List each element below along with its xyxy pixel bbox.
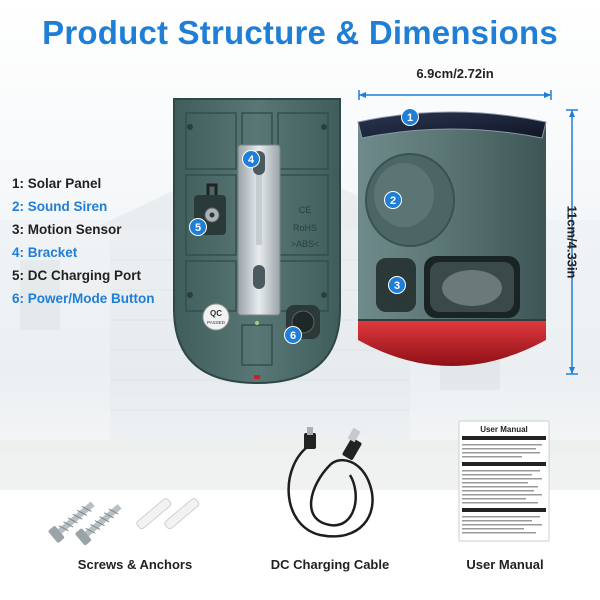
height-dimension-label: 11cm/4.33in — [564, 205, 580, 279]
qc-passed-label: PASSED — [207, 320, 226, 325]
legend-item-dc-charging-port: 5: DC Charging Port — [12, 268, 142, 283]
manual-caption: User Manual — [466, 557, 544, 572]
legend-item-power-mode-button: 6: Power/Mode Button — [12, 291, 155, 306]
bracket-back-view: CE RoHS >ABS< QC PASSED — [173, 98, 341, 385]
ce-mark: CE — [299, 205, 312, 215]
page-title: Product Structure & Dimensions — [42, 14, 558, 51]
screws-and-anchors-image — [48, 498, 200, 546]
badge-4-bracket: 4 — [242, 150, 260, 168]
height-dimension-arrow — [566, 109, 578, 375]
cable-caption: DC Charging Cable — [270, 557, 390, 572]
badge-3-motion-sensor: 3 — [388, 276, 406, 294]
screws-caption: Screws & Anchors — [77, 557, 193, 572]
badge-6-power-mode-button: 6 — [284, 326, 302, 344]
rohs-mark: RoHS — [293, 223, 317, 233]
width-dimension-label: 6.9cm/2.72in — [416, 66, 494, 81]
manual-cover-title: User Manual — [480, 425, 528, 434]
legend-item-bracket: 4: Bracket — [12, 245, 78, 260]
user-manual-image: User Manual — [458, 420, 550, 542]
component-legend: 1: Solar Panel 2: Sound Siren 3: Motion … — [12, 175, 182, 313]
device-front-view — [357, 111, 547, 366]
legend-item-motion-sensor: 3: Motion Sensor — [12, 222, 122, 237]
legend-item-solar-panel: 1: Solar Panel — [12, 176, 102, 191]
dc-charging-cable-image — [287, 427, 374, 538]
abs-mark: >ABS< — [291, 239, 320, 249]
qc-sticker-label: QC — [210, 309, 222, 318]
badge-1-solar-panel: 1 — [401, 108, 419, 126]
legend-item-sound-siren: 2: Sound Siren — [12, 199, 108, 214]
width-dimension-arrow — [358, 90, 552, 100]
badge-2-sound-siren: 2 — [384, 191, 402, 209]
badge-5-dc-charging-port: 5 — [189, 218, 207, 236]
